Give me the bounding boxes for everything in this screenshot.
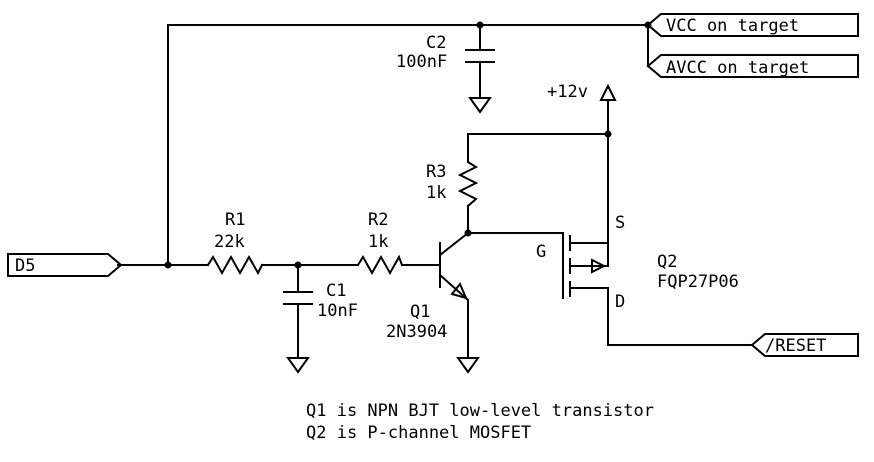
q2-gate-label: G — [536, 242, 546, 262]
vcc-label: VCC on target — [666, 16, 799, 36]
c1-value: 10nF — [317, 301, 358, 321]
r2-value: 1k — [368, 232, 388, 252]
capacitor-c1: C1 10nF — [283, 281, 358, 321]
q2-ref: Q2 — [657, 252, 677, 272]
resistor-r2: R2 1k — [356, 210, 404, 276]
port-d5: D5 — [7, 253, 123, 277]
c2-value: 100nF — [396, 52, 447, 72]
c1-ref: C1 — [326, 281, 346, 301]
d5-label: D5 — [15, 256, 35, 276]
q2-value: FQP27P06 — [657, 272, 739, 292]
r2-ref: R2 — [368, 210, 388, 230]
mosfet-q2: G S D Q2 FQP27P06 — [536, 213, 739, 312]
reset-label: /RESET — [765, 336, 826, 356]
port-reset: /RESET — [750, 333, 859, 357]
r1-ref: R1 — [225, 210, 245, 230]
transistor-q1: Q1 2N3904 — [386, 231, 470, 359]
avcc-label: AVCC on target — [666, 58, 809, 78]
supply-12v: +12v — [547, 82, 617, 102]
c2-ref: C2 — [426, 33, 446, 53]
q2-source-label: S — [615, 213, 625, 233]
note-q1: Q1 is NPN BJT low-level transistor — [306, 401, 654, 421]
r3-ref: R3 — [426, 162, 446, 182]
capacitor-c2: C2 100nF — [396, 33, 495, 72]
port-vcc: VCC on target — [646, 13, 859, 37]
resistor-r3: R3 1k — [426, 160, 479, 208]
q2-drain-label: D — [615, 292, 625, 312]
r3-value: 1k — [426, 183, 446, 203]
wires — [117, 24, 753, 359]
ground-symbol-q1 — [456, 357, 480, 374]
ground-symbol-c1 — [286, 357, 310, 374]
note-q2: Q2 is P-channel MOSFET — [306, 423, 531, 443]
port-avcc: AVCC on target — [646, 54, 859, 78]
supply-label: +12v — [547, 82, 588, 102]
q1-value: 2N3904 — [386, 322, 447, 342]
resistor-r1: R1 22k — [206, 210, 264, 276]
r1-value: 22k — [214, 232, 245, 252]
ground-symbol-c2 — [468, 97, 492, 114]
q1-ref: Q1 — [410, 302, 430, 322]
notes: Q1 is NPN BJT low-level transistor Q2 is… — [306, 401, 654, 443]
